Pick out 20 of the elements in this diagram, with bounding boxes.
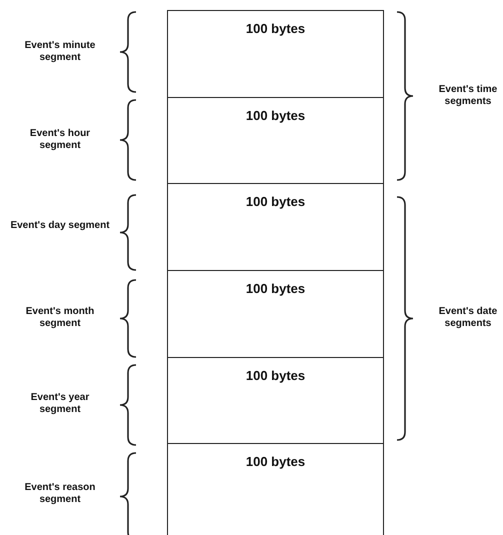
block-size-label: 100 bytes (244, 194, 306, 209)
memory-block (167, 183, 384, 271)
segment-label: Event's year segment (30, 392, 90, 416)
segment-label: Event's day segment (10, 220, 110, 232)
segment-label: Event's reason segment (24, 482, 96, 506)
segment-label: Event's hour segment (28, 128, 92, 152)
block-size-label: 100 bytes (244, 454, 306, 469)
memory-block (167, 270, 384, 358)
memory-block (167, 10, 384, 98)
block-size-label: 100 bytes (244, 281, 306, 296)
memory-block (167, 443, 384, 535)
memory-block (167, 97, 384, 184)
segment-label: Event's minute segment (24, 40, 96, 64)
block-size-label: 100 bytes (244, 21, 306, 36)
segment-label: Event's time segments (438, 84, 498, 108)
block-size-label: 100 bytes (244, 368, 306, 383)
segment-label: Event's month segment (24, 306, 96, 330)
block-size-label: 100 bytes (244, 108, 306, 123)
memory-block (167, 357, 384, 444)
segment-label: Event's date segments (438, 306, 498, 330)
